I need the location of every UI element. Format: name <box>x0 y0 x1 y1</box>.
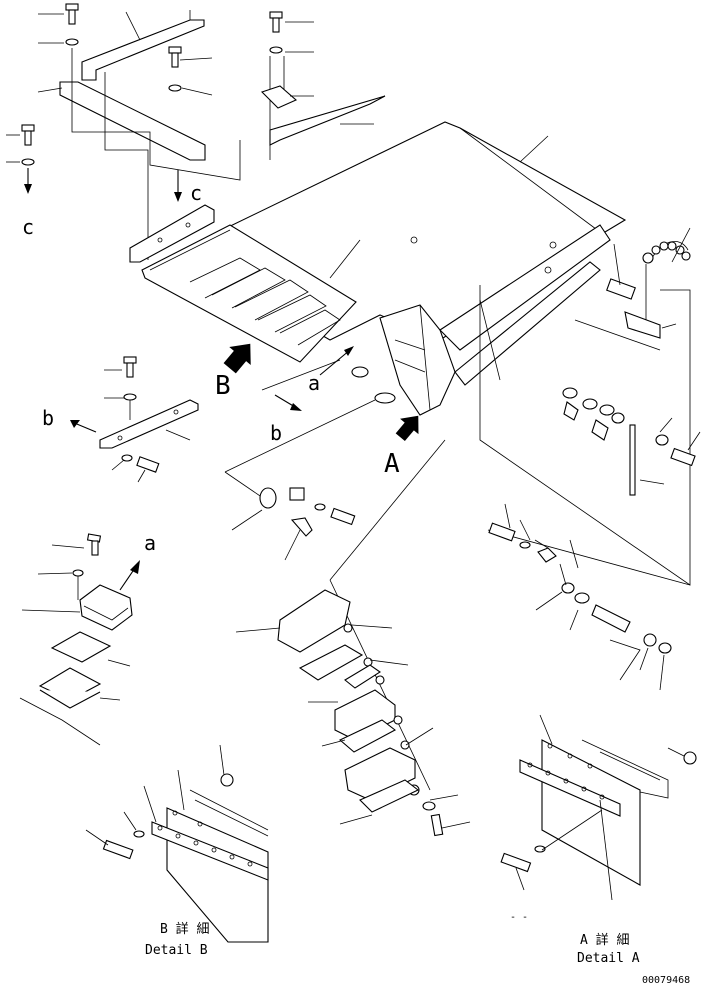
view-a-arrow: A <box>384 415 419 479</box>
a-label-top: a <box>308 371 320 395</box>
b-arrow-top: b <box>261 359 341 445</box>
c-label-mid: c <box>190 181 202 205</box>
fender-main-body <box>129 121 627 416</box>
bolt-top-left <box>65 3 79 25</box>
detail-a-en-label: Detail A <box>577 951 640 966</box>
mount-stack <box>235 439 471 837</box>
a-arrow-top: a <box>308 346 354 395</box>
c-callout-mid: c <box>174 170 202 205</box>
washer-top-left <box>65 38 79 46</box>
b-label-left: b <box>42 406 54 430</box>
detail-a-jp-label: A 詳 細 <box>580 932 629 948</box>
b-label-top: b <box>270 421 282 445</box>
detail-b-jp-label: B 詳 細 <box>160 921 209 937</box>
a-view-label: A <box>384 449 400 479</box>
detail-b-drawing: B 詳 細 Detail B <box>85 744 269 958</box>
top-bracket-assembly <box>37 3 386 260</box>
bolt-top-right <box>269 11 283 33</box>
detail-b-en-label: Detail B <box>145 943 208 958</box>
bolt-top-mid <box>168 46 182 68</box>
a-label-left: a <box>144 531 156 555</box>
right-linkage <box>479 227 701 691</box>
b-view-label: B <box>215 371 231 401</box>
detail-a-drawing: - - A 詳 細 Detail A <box>500 714 697 966</box>
svg-text:- -: - - <box>510 912 528 923</box>
cover-assembly-left: a <box>19 531 156 746</box>
c-callout-left: c <box>6 124 35 239</box>
drawing-number: 00079468 <box>642 975 690 986</box>
pin-fitting-assembly <box>224 399 376 561</box>
view-b-arrow: B <box>215 343 251 401</box>
b-bracket: b <box>42 356 199 483</box>
c-label-left: c <box>22 215 34 239</box>
